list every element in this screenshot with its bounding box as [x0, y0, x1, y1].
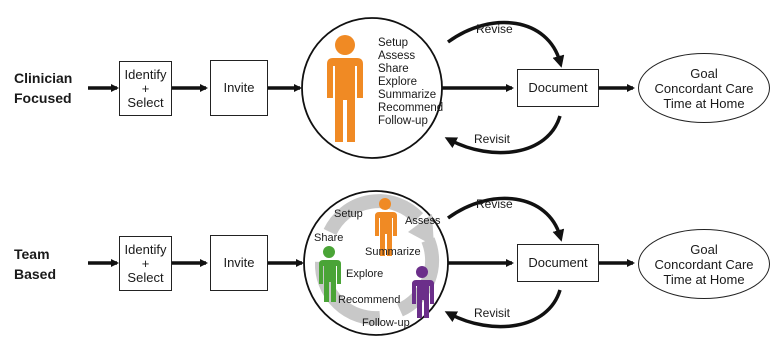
cycle-recommend: Recommend [338, 294, 401, 306]
revisit-curve-2 [444, 289, 562, 329]
invite-box: Invite [210, 60, 268, 116]
goal-line3: Time at Home [663, 271, 745, 287]
goal-oval: Goal Concordant Care Time at Home [638, 229, 770, 299]
row-label-line1: Team [14, 246, 50, 262]
cycle-summarize: Summarize [365, 246, 421, 258]
step-explore: Explore [378, 76, 417, 88]
row-label-line1: Clinician [14, 70, 73, 86]
cycle-share: Share [314, 232, 344, 244]
identify-select-box: Identify + Select [119, 61, 172, 116]
team-purple-figure-icon [412, 266, 434, 318]
row-label-clinician-focused: Clinician Focused [14, 68, 72, 108]
step-summarize: Summarize [378, 89, 437, 101]
row-label-team-based: Team Based [14, 244, 56, 284]
goal-line2: Concordant Care [654, 256, 754, 272]
cycle-assess: Assess [405, 215, 441, 227]
select-text: Select [127, 94, 164, 110]
invite-text: Invite [223, 255, 255, 270]
document-text: Document [528, 255, 588, 270]
document-box: Document [517, 69, 599, 107]
document-text: Document [528, 80, 588, 95]
clinician-figure-icon [327, 35, 363, 142]
revise-label: Revise [476, 197, 513, 211]
plus-text: + [141, 80, 150, 96]
goal-line1: Goal [690, 65, 718, 81]
step-assess: Assess [378, 50, 416, 62]
cycle-arrowhead-icon [408, 214, 434, 246]
goal-line3: Time at Home [663, 95, 745, 111]
revise-curve-1 [446, 20, 565, 68]
plus-text: + [141, 255, 150, 271]
revisit-label: Revisit [474, 132, 511, 146]
revisit-curve-1 [444, 115, 562, 155]
row-label-line2: Focused [14, 90, 72, 106]
row-label-line2: Based [14, 266, 57, 282]
clinician-steps-list: Setup Assess Share Explore Summarize Rec… [378, 37, 443, 128]
invite-text: Invite [223, 80, 255, 95]
step-share: Share [378, 63, 409, 75]
goal-line1: Goal [690, 241, 718, 257]
step-follow-up: Follow-up [378, 115, 428, 127]
document-box: Document [517, 244, 599, 282]
step-setup: Setup [378, 37, 409, 49]
revise-curve-2 [446, 196, 565, 242]
team-orange-figure-icon [375, 198, 397, 256]
revise-label: Revise [476, 22, 513, 36]
identify-text: Identify [124, 66, 167, 82]
revisit-label: Revisit [474, 306, 511, 320]
identify-text: Identify [124, 241, 167, 257]
cycle-setup: Setup [334, 208, 363, 220]
cycle-explore: Explore [346, 268, 384, 280]
goal-oval: Goal Concordant Care Time at Home [638, 53, 770, 123]
goal-line2: Concordant Care [654, 80, 754, 96]
identify-select-box: Identify + Select [119, 236, 172, 291]
select-text: Select [127, 269, 164, 285]
cycle-follow-up: Follow-up [362, 317, 410, 329]
step-recommend: Recommend [378, 102, 444, 114]
team-green-figure-icon [319, 246, 341, 302]
invite-box: Invite [210, 235, 268, 291]
